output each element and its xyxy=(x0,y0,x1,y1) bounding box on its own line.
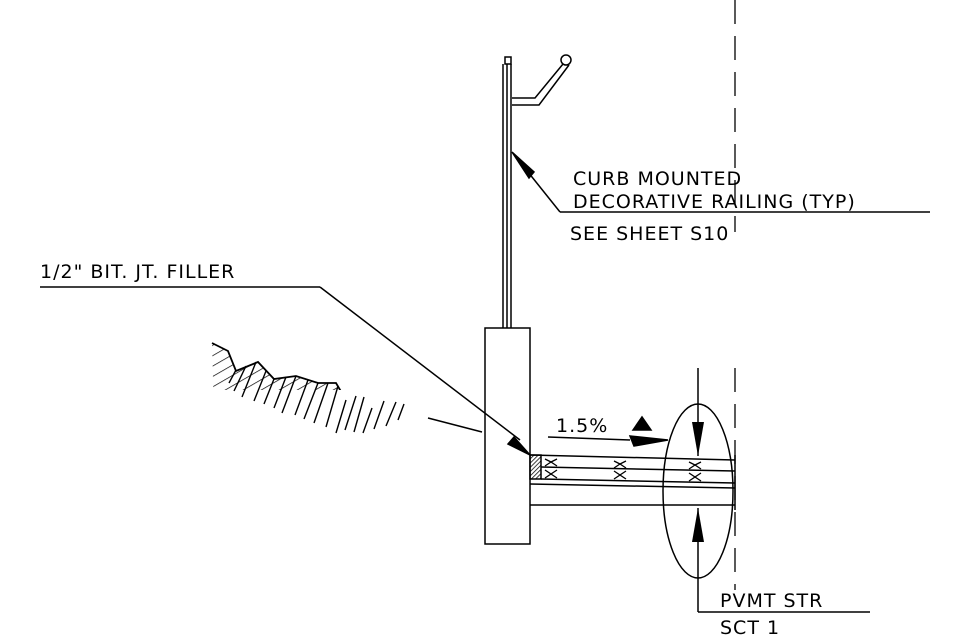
railing-leader xyxy=(511,151,930,213)
railing-ref-label: SEE SHEET S10 xyxy=(570,223,729,245)
joint-filler xyxy=(529,454,542,480)
curb xyxy=(484,327,531,545)
pavement-layers xyxy=(529,454,736,510)
railing-label-line2: DECORATIVE RAILING (TYP) xyxy=(573,191,856,213)
joint-filler-label: 1/2" BIT. JT. FILLER xyxy=(40,261,235,283)
ground-line xyxy=(427,417,483,433)
slope-annotation xyxy=(547,415,669,447)
pavement-label-line2: SCT 1 xyxy=(720,617,780,636)
pavement-dimension-arrows xyxy=(692,422,704,542)
pavement-label-line1: PVMT STR xyxy=(720,590,823,612)
decorative-railing xyxy=(502,54,572,328)
slope-label: 1.5% xyxy=(556,415,608,437)
layer-markers xyxy=(544,458,702,482)
railing-label-line1: CURB MOUNTED xyxy=(573,168,742,190)
joint-filler-leader xyxy=(40,286,531,456)
soil-hatch xyxy=(200,342,420,460)
pavement-detail-ellipse xyxy=(662,368,734,612)
soil-hatch-strokes xyxy=(228,361,405,434)
